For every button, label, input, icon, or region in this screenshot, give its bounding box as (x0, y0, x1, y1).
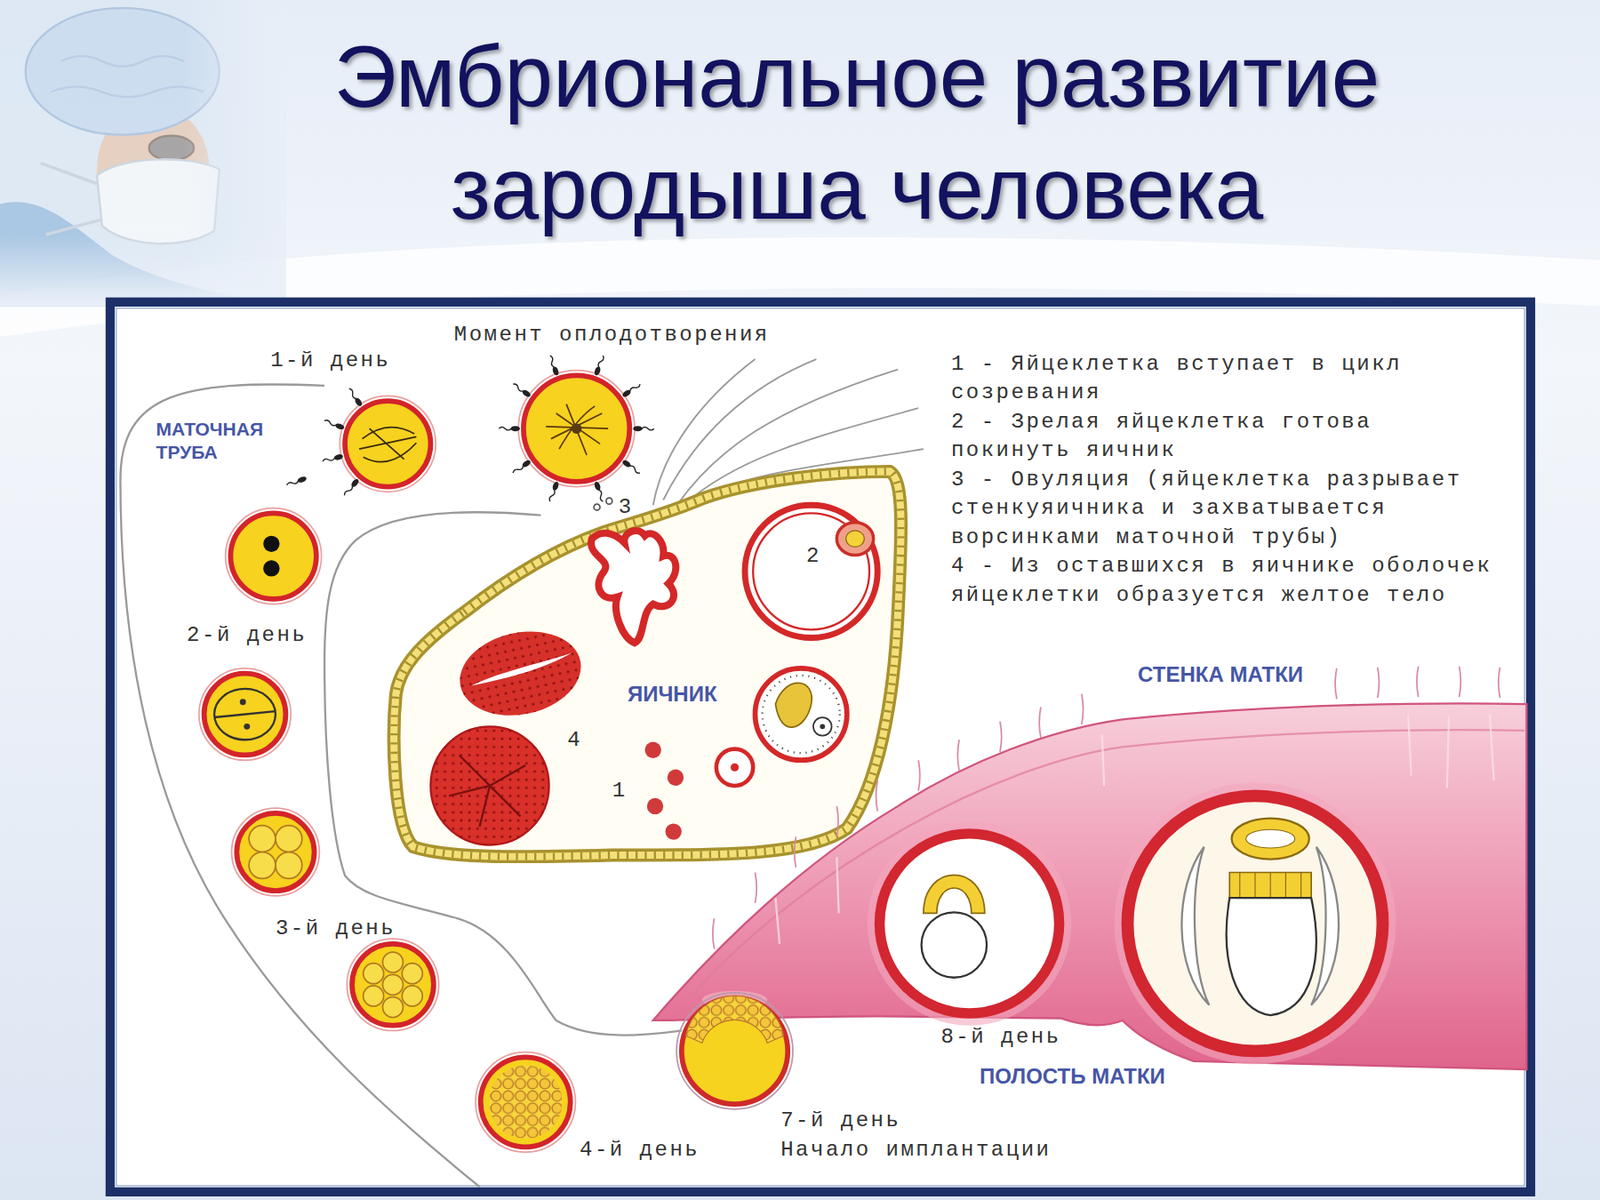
day-label: 2-й день (186, 622, 307, 648)
day-label: 1-й день (270, 347, 391, 374)
slide-title: Эмбриональное развитие зародыша человека (234, 20, 1480, 245)
callout-number: 2 (806, 543, 822, 569)
part-name: СТЕНКА МАТКИ (1137, 662, 1304, 688)
day-label: 3-й день (275, 915, 396, 942)
part-name: ПОЛОСТЬ МАТКИ (979, 1064, 1166, 1089)
stage-caption: Начало имплантации (780, 1136, 1051, 1163)
notes-list: 1 - Яйцеклетка вступает в цикл созревани… (951, 350, 1503, 611)
part-name: ЯИЧНИК (627, 681, 718, 707)
stage-caption: Момент оплодотворения (454, 321, 770, 348)
callout-number: 4 (567, 727, 583, 753)
day-label: 8-й день (940, 1024, 1061, 1050)
callout-number: 1 (612, 777, 628, 804)
part-name: МАТОЧНАЯ ТРУБА (156, 417, 290, 464)
note-text: 1 - Яйцеклетка вступает в цикл созревани… (951, 350, 1503, 408)
day-label: 7-й день (780, 1107, 901, 1134)
note-text: 2 - Зрелая яйцеклетка готова покинуть яи… (951, 408, 1503, 466)
day-label: 4-й день (579, 1136, 700, 1163)
note-text: 3 - Овуляция (яйцеклетка разрывает стенк… (951, 465, 1503, 553)
note-text: 4 - Из оставшихся в яичнике оболочек яйц… (951, 552, 1503, 610)
callout-number: 3 (618, 494, 634, 520)
